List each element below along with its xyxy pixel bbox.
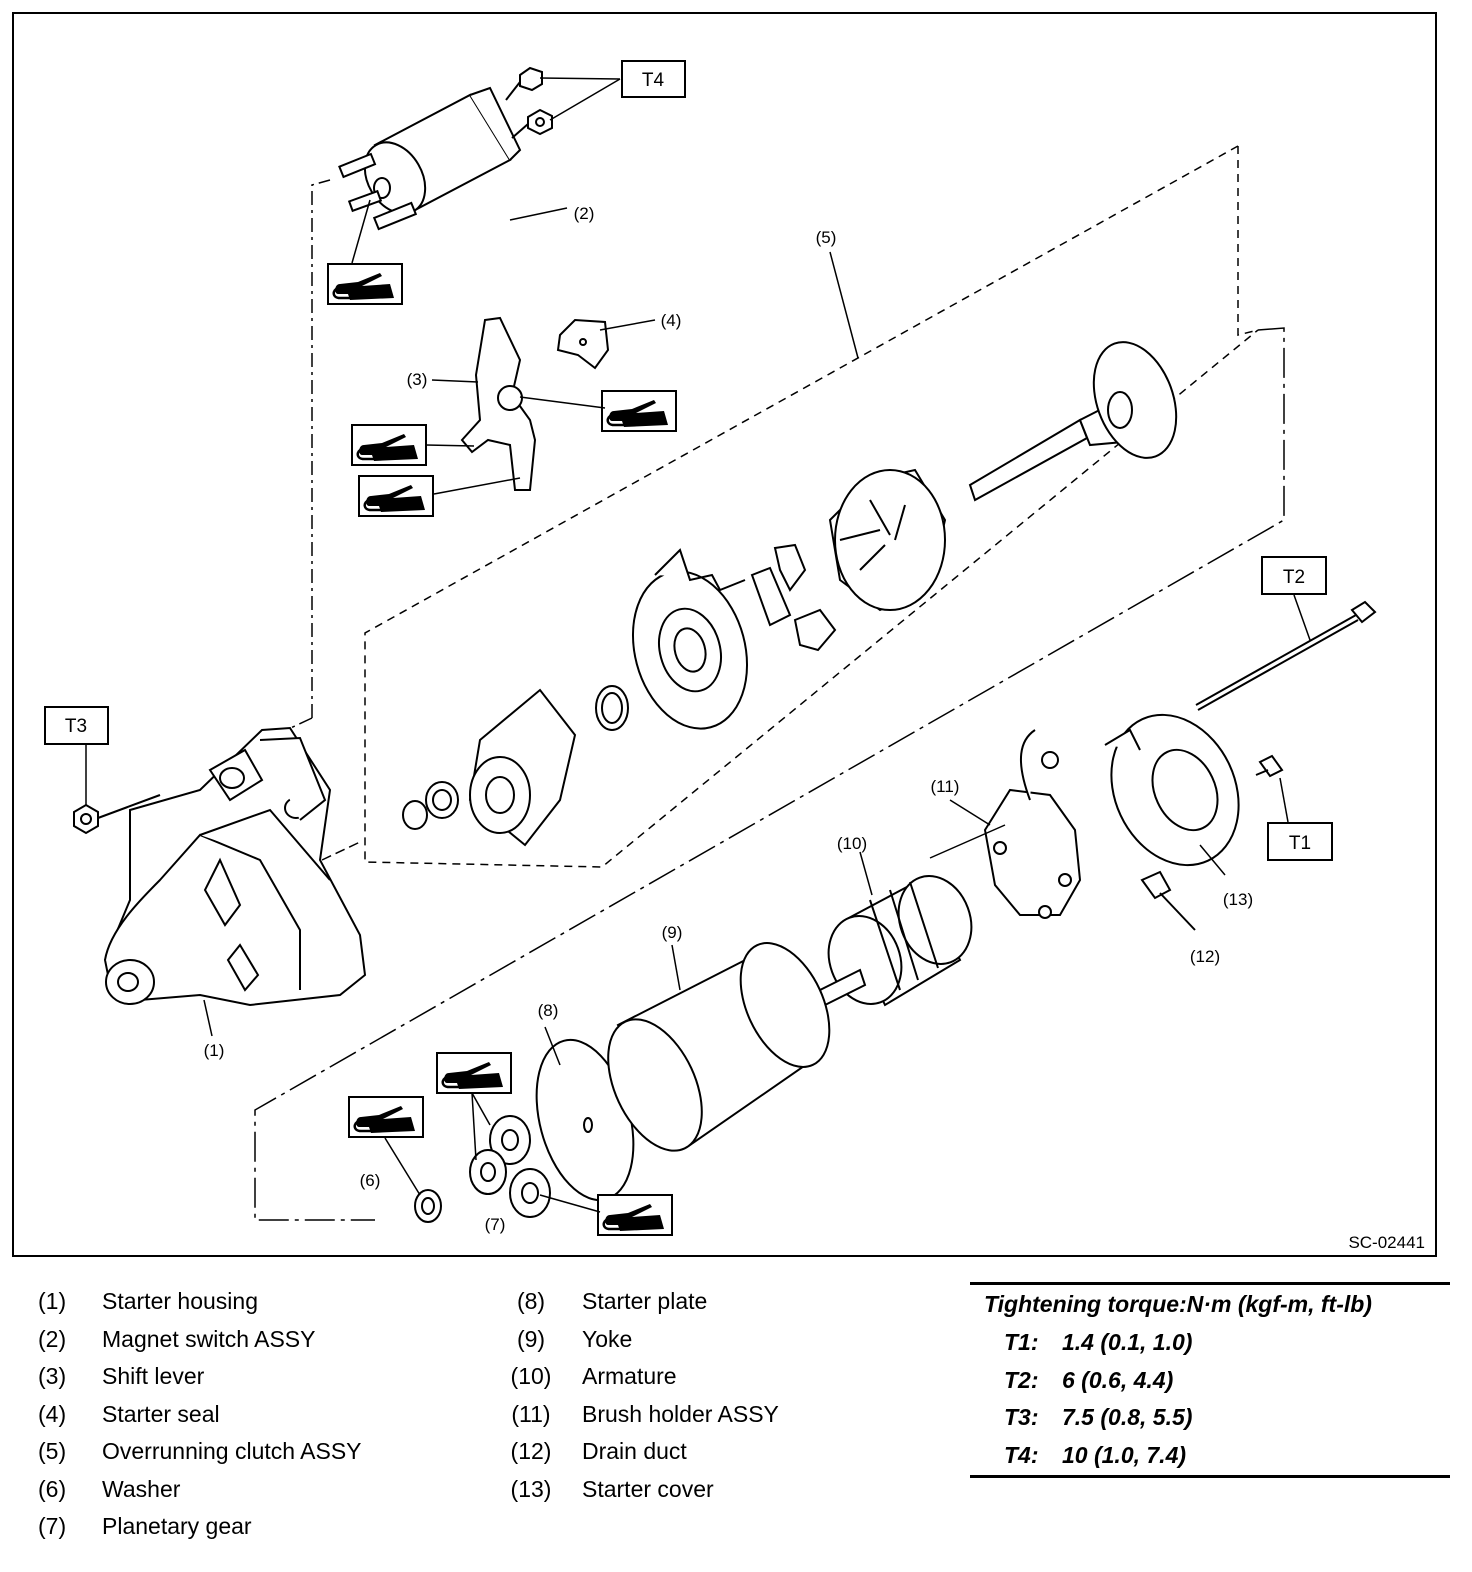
torque-value: 6 (0.6, 4.4) [1062,1366,1174,1393]
torque-row: T3: 7.5 (0.8, 5.5) [1004,1404,1192,1431]
assembly-boundary-lines [254,145,1285,1221]
legend-number: (12) [510,1438,552,1464]
legend-number: (5) [38,1438,67,1464]
torque-row: T4: 10 (1.0, 7.4) [1004,1442,1186,1469]
leader-lines [85,77,1311,1213]
starter-cover [1104,713,1240,867]
legend-name: Drain duct [582,1438,687,1464]
callout-3: (3) [407,370,428,389]
torque-row: T1: 1.4 (0.1, 1.0) [1004,1329,1192,1356]
legend-number: (3) [38,1363,67,1389]
grease-icon [596,1193,674,1237]
torque-key: T4: [1004,1441,1039,1468]
grease-icon [326,262,404,306]
tag-t4: T4 [621,60,686,98]
legend-number: (4) [38,1400,67,1427]
svg-text:T3: T3 [65,716,87,737]
legend-name: Starter seal [102,1400,220,1427]
legend-number: (1) [38,1288,67,1314]
callout-13: (13) [1223,890,1253,909]
t1-screw [1255,754,1284,778]
callout-6: (6) [360,1171,381,1190]
legend-name: Shift lever [102,1363,205,1389]
legend-number: (9) [516,1325,546,1352]
callout-11: (11) [931,777,960,796]
svg-text:T2: T2 [1283,567,1305,588]
clutch-parts [402,341,1178,847]
tag-t1: T1 [1267,822,1333,861]
starter-housing [103,726,367,1007]
svg-text:T1: T1 [1289,833,1311,854]
legend-name: Armature [582,1363,677,1389]
legend-number: (13) [510,1475,552,1502]
callout-2: (2) [574,204,595,223]
svg-text:T4: T4 [642,70,665,91]
callout-10: (10) [837,834,867,853]
grease-icon [600,389,678,433]
callout-8: (8) [538,1001,559,1020]
legend-name: Yoke [582,1325,633,1352]
planetary-gears [469,1115,551,1218]
drain-duct [1140,870,1196,931]
legend-name: Starter cover [582,1475,714,1502]
torque-value: 7.5 (0.8, 5.5) [1062,1404,1193,1430]
torque-value: 10 (1.0, 7.4) [1062,1441,1187,1468]
torque-title: Tightening torque:N·m (kgf-m, ft-lb) [984,1291,1372,1317]
torque-row: T2: 6 (0.6, 4.4) [1004,1367,1173,1394]
yoke [607,942,831,1152]
callout-9: (9) [662,923,683,942]
legend-number: (7) [38,1513,67,1539]
torque-value: 1.4 (0.1, 1.0) [1062,1329,1193,1355]
callout-12: (12) [1190,947,1220,966]
grease-icon [350,423,428,467]
starter-seal [556,318,610,370]
legend-name: Planetary gear [102,1513,252,1539]
callout-7: (7) [485,1215,506,1234]
torque-key: T1: [1004,1329,1039,1355]
figure-frame [12,12,1437,1257]
exploded-diagram: T4 T3 T2 T1 (1) (2) (3) (4) (5) (6) (7) … [12,12,1437,1257]
legend-name: Starter housing [102,1288,258,1314]
torque-table: Tightening torque:N·m (kgf-m, ft-lb) T1:… [970,1282,1450,1478]
brush-holder [983,729,1082,919]
armature [818,875,973,1007]
t4-nuts [505,66,553,139]
magnet-switch [338,86,522,231]
torque-key: T2: [1004,1366,1039,1393]
legend-name: Starter plate [582,1288,708,1314]
legend-number: (11) [511,1400,551,1427]
t2-bolt [1195,600,1377,711]
callout-1: (1) [204,1041,225,1060]
callout-5: (5) [816,228,837,247]
legend-name: Overrunning clutch ASSY [102,1438,362,1464]
torque-key: T3: [1004,1404,1039,1430]
legend-number: (2) [38,1325,67,1352]
legend-number: (8) [516,1288,546,1314]
legend-number: (10) [510,1363,552,1389]
legend-number: (6) [38,1475,67,1502]
shift-lever [460,316,537,491]
figure-code: SC-02441 [1348,1233,1425,1252]
legend-name: Brush holder ASSY [582,1400,779,1427]
tag-t2: T2 [1261,556,1327,595]
legend-name: Washer [102,1475,181,1502]
grease-icon [347,1095,425,1139]
tag-t3: T3 [44,706,109,745]
washer [414,1189,442,1223]
grease-icon [435,1051,513,1095]
grease-icon [357,474,435,518]
legend-name: Magnet switch ASSY [102,1325,316,1352]
callout-4: (4) [661,311,682,330]
